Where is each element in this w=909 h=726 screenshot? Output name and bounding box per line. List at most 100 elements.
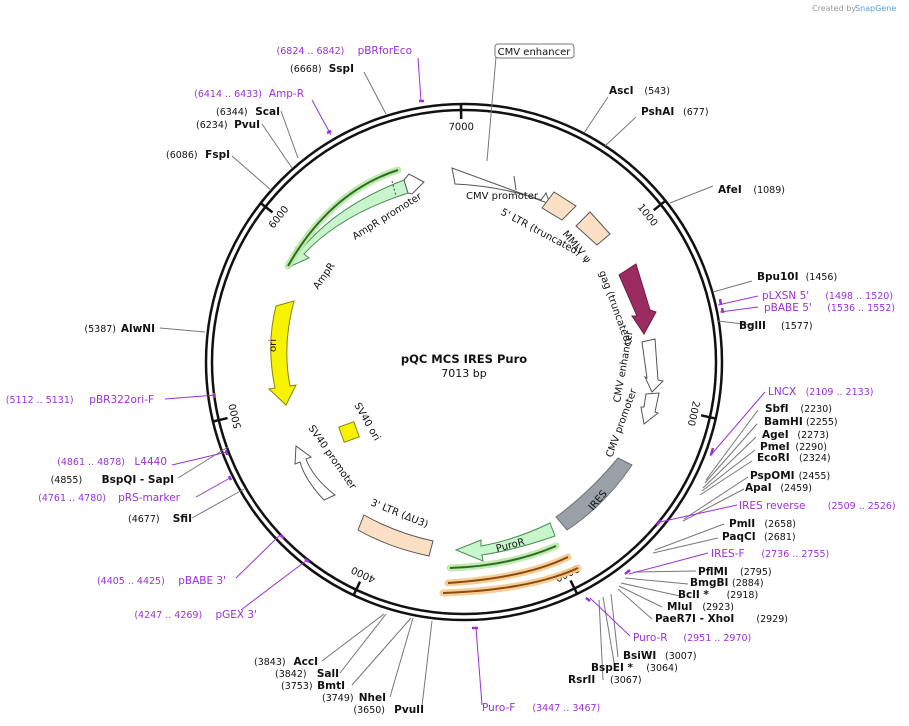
enzyme-pflmi-position: (2795) (740, 567, 772, 578)
tick-mark-1000 (652, 199, 667, 212)
cmv-promoter-1-label: CMV promoter (466, 191, 539, 202)
enzyme-scai-name[interactable]: ScaI (255, 106, 280, 118)
enzyme-apai-name[interactable]: ApaI (745, 482, 772, 494)
ires-feature[interactable] (555, 457, 633, 531)
enzyme-alwni-position: (5387) (84, 324, 116, 335)
tick-label-5000: 5000 (227, 402, 244, 429)
primer-pbabe-3-name[interactable]: pBABE 3' (178, 575, 226, 587)
primer-lncx-range: (2109 .. 2133) (806, 387, 874, 398)
primer-prs-marker-name[interactable]: pRS-marker (118, 492, 181, 504)
enzyme-paer7i-xhoi-name[interactable]: PaeR7I - XhoI (655, 613, 734, 625)
primer-puro-f-range: (3447 .. 3467) (532, 703, 600, 714)
enzyme-bsiwi-name[interactable]: BsiWI (623, 650, 656, 662)
enzyme-pvui-name[interactable]: PvuI (234, 119, 260, 131)
enzyme-bmgbi-name[interactable]: BmgBI (690, 577, 728, 589)
enzyme-sali-name[interactable]: SalI (317, 668, 339, 680)
enzyme-bmgbi-position: (2884) (732, 578, 764, 589)
ampr-promoter-dash (391, 180, 397, 197)
enzyme-sbfi-name[interactable]: SbfI (765, 403, 789, 415)
enzyme-afei-name[interactable]: AfeI (718, 184, 742, 196)
enzyme-mlui-position: (2923) (702, 602, 734, 613)
primer-label-layer: pLXSN 5'(1498 .. 1520)pBABE 5'(1536 .. 1… (6, 45, 896, 714)
primer-pgex-3-range: (4247 .. 4269) (134, 610, 202, 621)
enzyme-pspomi-position: (2455) (799, 471, 831, 482)
ori-feature[interactable] (267, 300, 297, 406)
enzyme-leader-lines (159, 71, 759, 707)
plasmid-length: 7013 bp (441, 367, 486, 380)
ampr-promoter-feature[interactable] (403, 173, 425, 195)
enzyme-bpu10i-position: (1456) (806, 272, 838, 283)
enzyme-bmti-position: (3753) (281, 681, 313, 692)
ltr5-feature[interactable] (541, 191, 577, 221)
primer-plxsn-5-name[interactable]: pLXSN 5' (762, 290, 809, 302)
primer-amp-r-name[interactable]: Amp-R (269, 88, 304, 100)
enzyme-bcli-name[interactable]: BclI * (678, 589, 709, 601)
ampr-label: AmpR (311, 261, 337, 292)
gag-feature[interactable] (618, 263, 657, 335)
primer-pbrforeco-range: (6824 .. 6842) (277, 46, 345, 57)
enzyme-acci-name[interactable]: AccI (294, 656, 318, 668)
enzyme-rsrii-name[interactable]: RsrII (568, 674, 595, 686)
tick-mark-2000 (700, 414, 716, 420)
enzyme-bspqi-sapi-name[interactable]: BspQI - SapI (102, 474, 174, 486)
ampr-feature[interactable] (288, 179, 409, 268)
sv40-promoter-feature[interactable] (294, 445, 336, 501)
primer-ires-f-name[interactable]: IRES-F (711, 548, 745, 560)
enzyme-paqci-position: (2681) (764, 532, 796, 543)
tick-mark-6000 (259, 202, 274, 214)
ltr3-feature[interactable] (357, 514, 434, 557)
primer-puro-f-name[interactable]: Puro-F (482, 702, 515, 714)
enzyme-paqci-name[interactable]: PaqCI (722, 531, 756, 543)
snapgene-logo-text[interactable]: SnapGene (855, 4, 896, 13)
enzyme-sfii-name[interactable]: SfiI (173, 513, 192, 525)
enzyme-asci-name[interactable]: AscI (609, 85, 634, 97)
cmv-enhancer-box[interactable] (494, 43, 575, 59)
enzyme-bmti-name[interactable]: BmtI (317, 680, 345, 692)
orf-3-line (442, 567, 579, 594)
primer-l4440-name[interactable]: L4440 (134, 456, 167, 468)
enzyme-pshai-name[interactable]: PshAI (641, 106, 674, 118)
enzyme-pflmi-name[interactable]: PflMI (698, 566, 728, 578)
enzyme-pvui-position: (6234) (196, 120, 228, 131)
tick-label-6000: 6000 (267, 204, 291, 231)
primer-pbrforeco-name[interactable]: pBRforEco (358, 45, 412, 57)
primer-ires-reverse-name[interactable]: IRES reverse (739, 500, 806, 512)
sv40-ori-feature[interactable] (338, 421, 360, 443)
enzyme-pmli-name[interactable]: PmlI (729, 518, 755, 530)
enzyme-alwni-name[interactable]: AlwNI (121, 323, 155, 335)
ampr-orf-line (287, 169, 399, 267)
tick-mark-3000 (569, 579, 579, 595)
enzyme-bspei-name[interactable]: BspEI * (591, 662, 634, 674)
enzyme-pmei-name[interactable]: PmeI (760, 441, 790, 453)
primer-marks (212, 99, 725, 630)
primer-pbr322ori-f-name[interactable]: pBR322ori-F (89, 394, 154, 406)
tick-mark-5000 (212, 416, 228, 423)
enzyme-bglii-name[interactable]: BglII (739, 320, 766, 332)
cmv-enhancer-2-feature[interactable] (641, 338, 665, 393)
primer-puro-r-name[interactable]: Puro-R (633, 632, 668, 644)
primer-lncx-name[interactable]: LNCX (768, 386, 796, 398)
enzyme-nhei-name[interactable]: NheI (359, 692, 386, 704)
cmv-enhancer-feature[interactable] (451, 167, 551, 205)
enzyme-bsiwi-position: (3007) (665, 651, 697, 662)
tick-mark-4000 (352, 581, 362, 596)
primer-pgex-3-name[interactable]: pGEX 3' (215, 609, 257, 621)
enzyme-ecori-name[interactable]: EcoRI (757, 452, 790, 464)
enzyme-agei-name[interactable]: AgeI (762, 429, 789, 441)
cmv-promoter-2-feature[interactable] (640, 392, 660, 425)
mmlv-psi-feature[interactable] (575, 211, 611, 246)
enzyme-sspi-name[interactable]: SspI (329, 63, 354, 75)
enzyme-agei-position: (2273) (797, 430, 829, 441)
tick-label-4000: 4000 (350, 564, 378, 585)
tick-label-1000: 1000 (635, 202, 659, 229)
orf-2-line (447, 556, 569, 584)
puror-feature[interactable] (454, 522, 556, 562)
enzyme-pvuii-name[interactable]: PvuII (394, 704, 424, 716)
enzyme-mlui-name[interactable]: MluI (667, 601, 692, 613)
enzyme-pspomi-name[interactable]: PspOMI (750, 470, 795, 482)
enzyme-bpu10i-name[interactable]: Bpu10I (757, 271, 799, 283)
enzyme-fspi-name[interactable]: FspI (205, 149, 230, 161)
enzyme-bamhi-name[interactable]: BamHI (764, 416, 803, 428)
primer-pbabe-5-name[interactable]: pBABE 5' (764, 302, 812, 314)
